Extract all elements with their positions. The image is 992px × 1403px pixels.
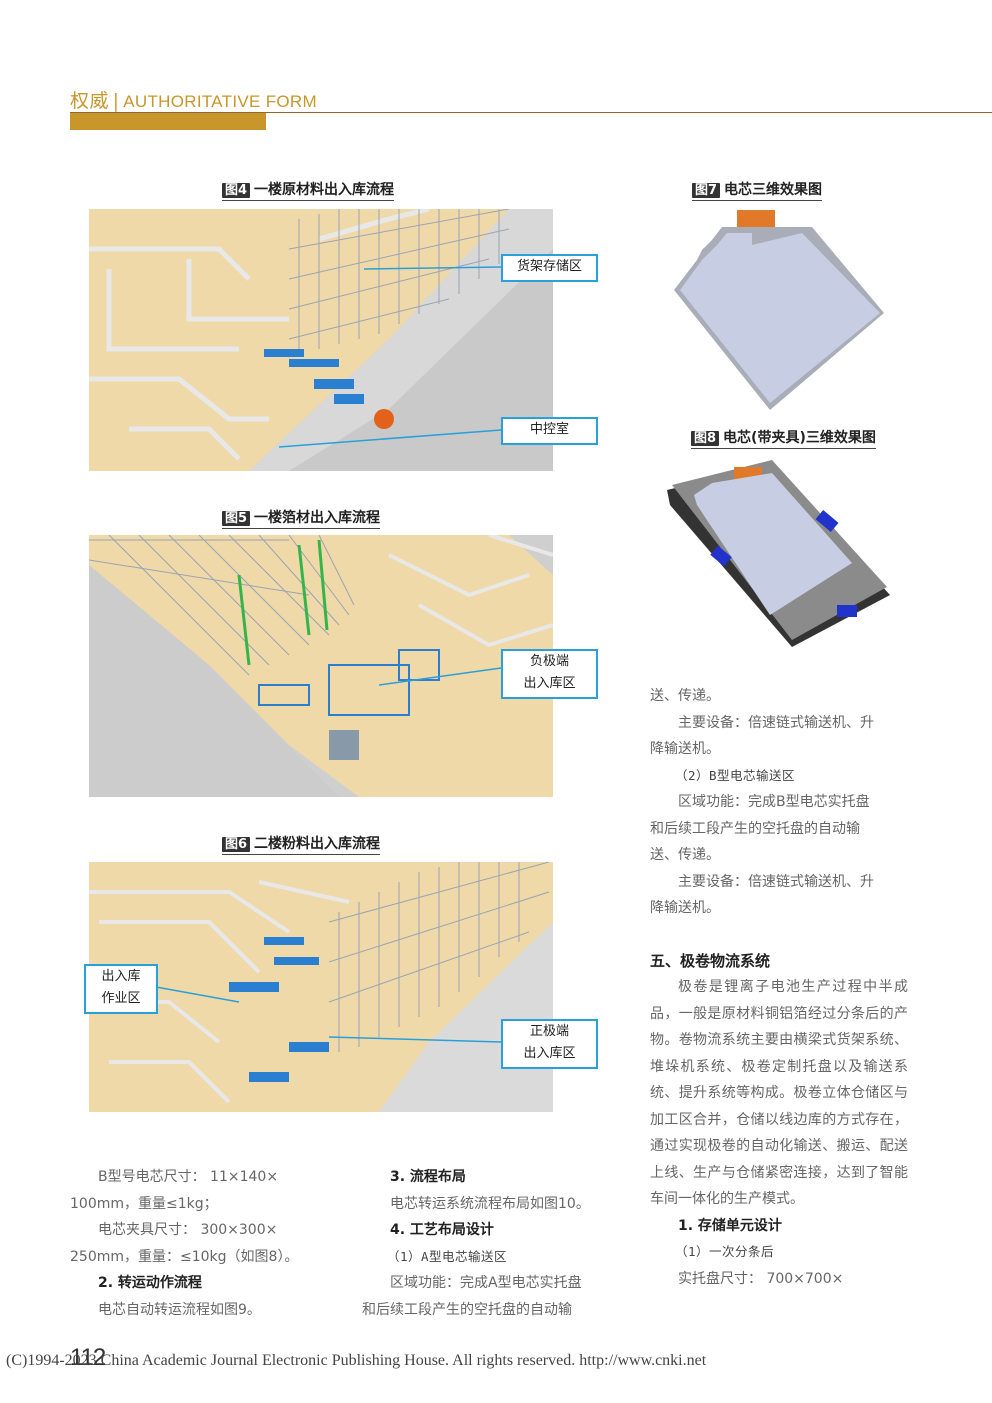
- col3-line-8: 主要设备：倍速链式输送机、升: [678, 873, 874, 890]
- fig8-number: 图8: [691, 431, 720, 446]
- fig5-callout-line2: 出入库区: [523, 676, 576, 691]
- fig6-callout-cathode-line1: 正极端: [529, 1024, 569, 1039]
- col2-text: 3. 流程布局 电芯转运系统流程布局如图10。 4. 工艺布局设计 （1）A型电…: [362, 1164, 620, 1323]
- header-en: AUTHORITATIVE FORM: [123, 92, 317, 111]
- fig7-number: 图7: [692, 183, 721, 198]
- fig7-cell-illustration: [674, 210, 884, 410]
- col2-heading-process-layout: 4. 工艺布局设计: [390, 1222, 494, 1238]
- col3-line-1: 送、传递。: [650, 688, 720, 704]
- fig5-callout-anode: 负极端 出入库区: [501, 649, 598, 699]
- fig4-title: 一楼原材料出入库流程: [254, 182, 395, 198]
- fig8-cell-fixture-illustration: [667, 460, 890, 647]
- fig6-warehouse-illustration: [89, 862, 553, 1112]
- fig7-image: [662, 205, 894, 420]
- col2-line-5: 区域功能：完成A型电芯实托盘: [390, 1275, 582, 1291]
- fig6-callout-cathode: 正极端 出入库区: [501, 1019, 598, 1069]
- fig6-title: 二楼粉料出入库流程: [254, 836, 381, 852]
- col1-line-6: 电芯自动转运流程如图9。: [98, 1301, 261, 1318]
- col3-line-3: 降输送机。: [650, 741, 720, 757]
- col3-line-7: 送、传递。: [650, 847, 720, 863]
- fig6-image: [89, 862, 553, 1112]
- fig6-callout-io-line2: 作业区: [101, 991, 141, 1006]
- col2-heading-flow-layout: 3. 流程布局: [390, 1169, 466, 1185]
- fig5-callout-line1: 负极端: [529, 654, 569, 669]
- fig4-number: 图4: [222, 183, 251, 198]
- fig8-image: [662, 455, 894, 650]
- col3-heading-storage-unit: 1. 存储单元设计: [678, 1217, 782, 1234]
- page-number: 112: [70, 1344, 106, 1371]
- fig6-callout-io-line1: 出入库: [101, 969, 141, 984]
- fig4-callout-storage: 货架存储区: [501, 254, 598, 282]
- col2-subheading-a-type: （1）A型电芯输送区: [387, 1248, 508, 1264]
- col3-subheading-first-slit: （1）一次分条后: [675, 1244, 775, 1259]
- col3-section-heading: 五、极卷物流系统: [650, 951, 771, 970]
- col2-line-2: 电芯转运系统流程布局如图10。: [390, 1195, 590, 1212]
- col1-line-3: 电芯夹具尺寸： 300×300×: [98, 1222, 278, 1238]
- col3-paragraph: 极卷是锂离子电池生产过程中半成品，一般是原材料铜铝箔经过分条后的产物。卷物流系统…: [650, 979, 908, 1207]
- header-separator: |: [113, 90, 120, 112]
- copyright-footer: (C)1994-2023 China Academic Journal Elec…: [6, 1352, 707, 1369]
- col1-line-1: B型号电芯尺寸： 11×140×: [98, 1169, 279, 1185]
- col1-line-4: 250mm，重量：≤10kg（如图8）。: [70, 1248, 299, 1265]
- col3-line-last: 实托盘尺寸： 700×700×: [678, 1270, 844, 1287]
- fig6-number: 图6: [222, 837, 251, 852]
- fig4-image: [89, 209, 553, 471]
- col3-line-2: 主要设备：倍速链式输送机、升: [678, 714, 874, 731]
- fig4-callout-control-room: 中控室: [501, 417, 598, 445]
- col3-line-6: 和后续工段产生的空托盘的自动输: [650, 820, 860, 837]
- col3-text: 送、传递。 主要设备：倍速链式输送机、升 降输送机。 （2）B型电芯输送区 区域…: [650, 683, 908, 1292]
- header-cn: 权威: [70, 90, 110, 112]
- col3-line-9: 降输送机。: [650, 900, 720, 916]
- col2-line-6: 和后续工段产生的空托盘的自动输: [362, 1301, 572, 1318]
- fig8-title: 电芯(带夹具)三维效果图: [723, 430, 876, 446]
- col3-subheading-b-type: （2）B型电芯输送区: [675, 767, 796, 783]
- col1-line-2: 100mm，重量≤1kg；: [70, 1195, 218, 1212]
- fig5-warehouse-illustration: [89, 535, 553, 797]
- fig5-number: 图5: [222, 511, 251, 526]
- col1-text: B型号电芯尺寸： 11×140× 100mm，重量≤1kg； 电芯夹具尺寸： 3…: [70, 1164, 328, 1323]
- fig5-image: [89, 535, 553, 797]
- fig5-title: 一楼箔材出入库流程: [254, 510, 381, 526]
- running-header: 权威|AUTHORITATIVE FORM: [70, 86, 317, 113]
- fig7-title: 电芯三维效果图: [724, 182, 823, 198]
- fig6-callout-io-area: 出入库 作业区: [84, 964, 158, 1014]
- col3-line-5: 区域功能：完成B型电芯实托盘: [678, 794, 870, 810]
- fig6-callout-cathode-line2: 出入库区: [523, 1046, 576, 1061]
- header-rule: [70, 112, 992, 113]
- fig4-warehouse-illustration: [89, 209, 553, 471]
- col1-heading-transfer-flow: 2. 转运动作流程: [98, 1275, 202, 1291]
- header-accent-block: [70, 113, 266, 130]
